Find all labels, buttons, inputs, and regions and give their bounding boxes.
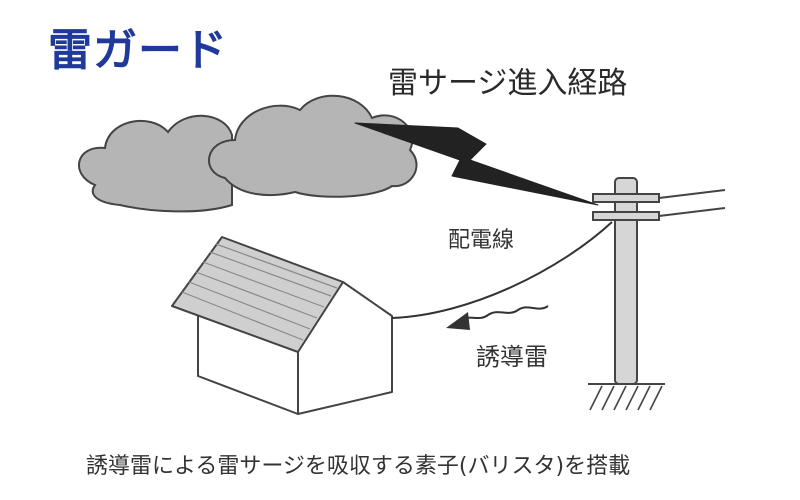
house-icon xyxy=(171,236,393,415)
distribution-line-label: 配電線 xyxy=(448,228,515,253)
lightning-icon xyxy=(354,122,599,206)
induced-lightning-label: 誘導雷 xyxy=(476,343,548,371)
caption: 誘導雷による雷サージを吸収する素子(バリスタ)を搭載 xyxy=(86,454,631,479)
page-title: 雷ガード xyxy=(48,25,228,76)
utility-pole-icon xyxy=(588,177,726,411)
distribution-line xyxy=(391,221,613,319)
surge-path-label: 雷サージ進入経路 xyxy=(388,66,628,101)
arrow-icon xyxy=(446,305,549,330)
cloud-icon xyxy=(78,94,418,213)
